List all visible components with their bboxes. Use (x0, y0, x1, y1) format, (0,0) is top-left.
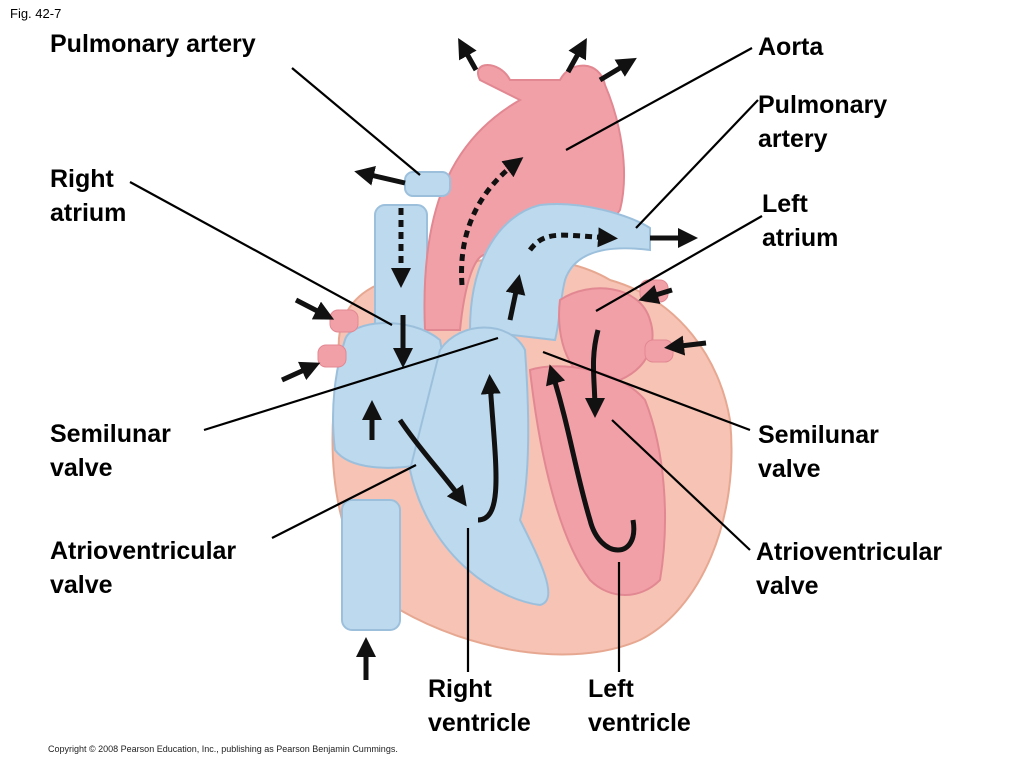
external-flow-arrows (280, 38, 707, 680)
label-semilunar-valve-left-line1: Semilunar (50, 420, 171, 448)
leader-lines (129, 47, 763, 672)
internal-flow-arrows (362, 274, 637, 553)
label-semilunar-valve-left: Semilunar valve (50, 417, 171, 485)
dashed-flow-arrows (391, 157, 618, 288)
label-av-valve-left-line2: valve (50, 571, 113, 599)
label-av-valve-right-line1: Atrioventricular (756, 538, 943, 566)
label-pulmonary-artery-left: Pulmonary artery (50, 30, 256, 58)
label-right-atrium-line1: Right (50, 165, 114, 193)
label-right-ventricle: Right ventricle (428, 672, 531, 740)
pulmonary-vein-upper-left (329, 309, 359, 333)
label-pulmonary-artery-right-line1: Pulmonary (758, 91, 888, 119)
label-semilunar-valve-left-line2: valve (50, 454, 113, 482)
label-right-atrium: Right atrium (50, 162, 126, 230)
label-semilunar-valve-right: Semilunar valve (758, 418, 879, 486)
label-aorta: Aorta (758, 33, 824, 61)
label-semilunar-valve-right-line2: valve (758, 455, 821, 483)
label-semilunar-valve-right-line1: Semilunar (758, 421, 879, 449)
label-av-valve-left-line1: Atrioventricular (50, 537, 237, 565)
left-pulmonary-branch (404, 171, 451, 197)
label-right-atrium-line2: atrium (50, 199, 127, 227)
right-ventricle-chamber (408, 326, 550, 607)
label-left-atrium-line1: Left (762, 190, 808, 218)
label-right-ventricle-line1: Right (428, 675, 492, 703)
label-left-ventricle-line2: ventricle (588, 709, 691, 737)
label-left-ventricle-line1: Left (588, 675, 634, 703)
label-right-ventricle-line2: ventricle (428, 709, 531, 737)
figure-number: Fig. 42-7 (10, 6, 62, 21)
pulmonary-vein-lower-left (317, 344, 347, 368)
copyright-notice: Copyright © 2008 Pearson Education, Inc.… (48, 744, 398, 754)
label-left-atrium: Left atrium (762, 187, 838, 255)
label-left-atrium-line2: atrium (762, 224, 839, 252)
label-pulmonary-artery-right: Pulmonary artery (758, 88, 887, 156)
inferior-vena-cava (341, 499, 401, 631)
label-pulmonary-artery-right-line2: artery (758, 125, 828, 153)
label-av-valve-right: Atrioventricular valve (756, 535, 942, 603)
label-left-ventricle: Left ventricle (588, 672, 691, 740)
label-av-valve-right-line2: valve (756, 572, 819, 600)
label-av-valve-left: Atrioventricular valve (50, 534, 236, 602)
pulmonary-vein-lower-right (644, 339, 674, 363)
